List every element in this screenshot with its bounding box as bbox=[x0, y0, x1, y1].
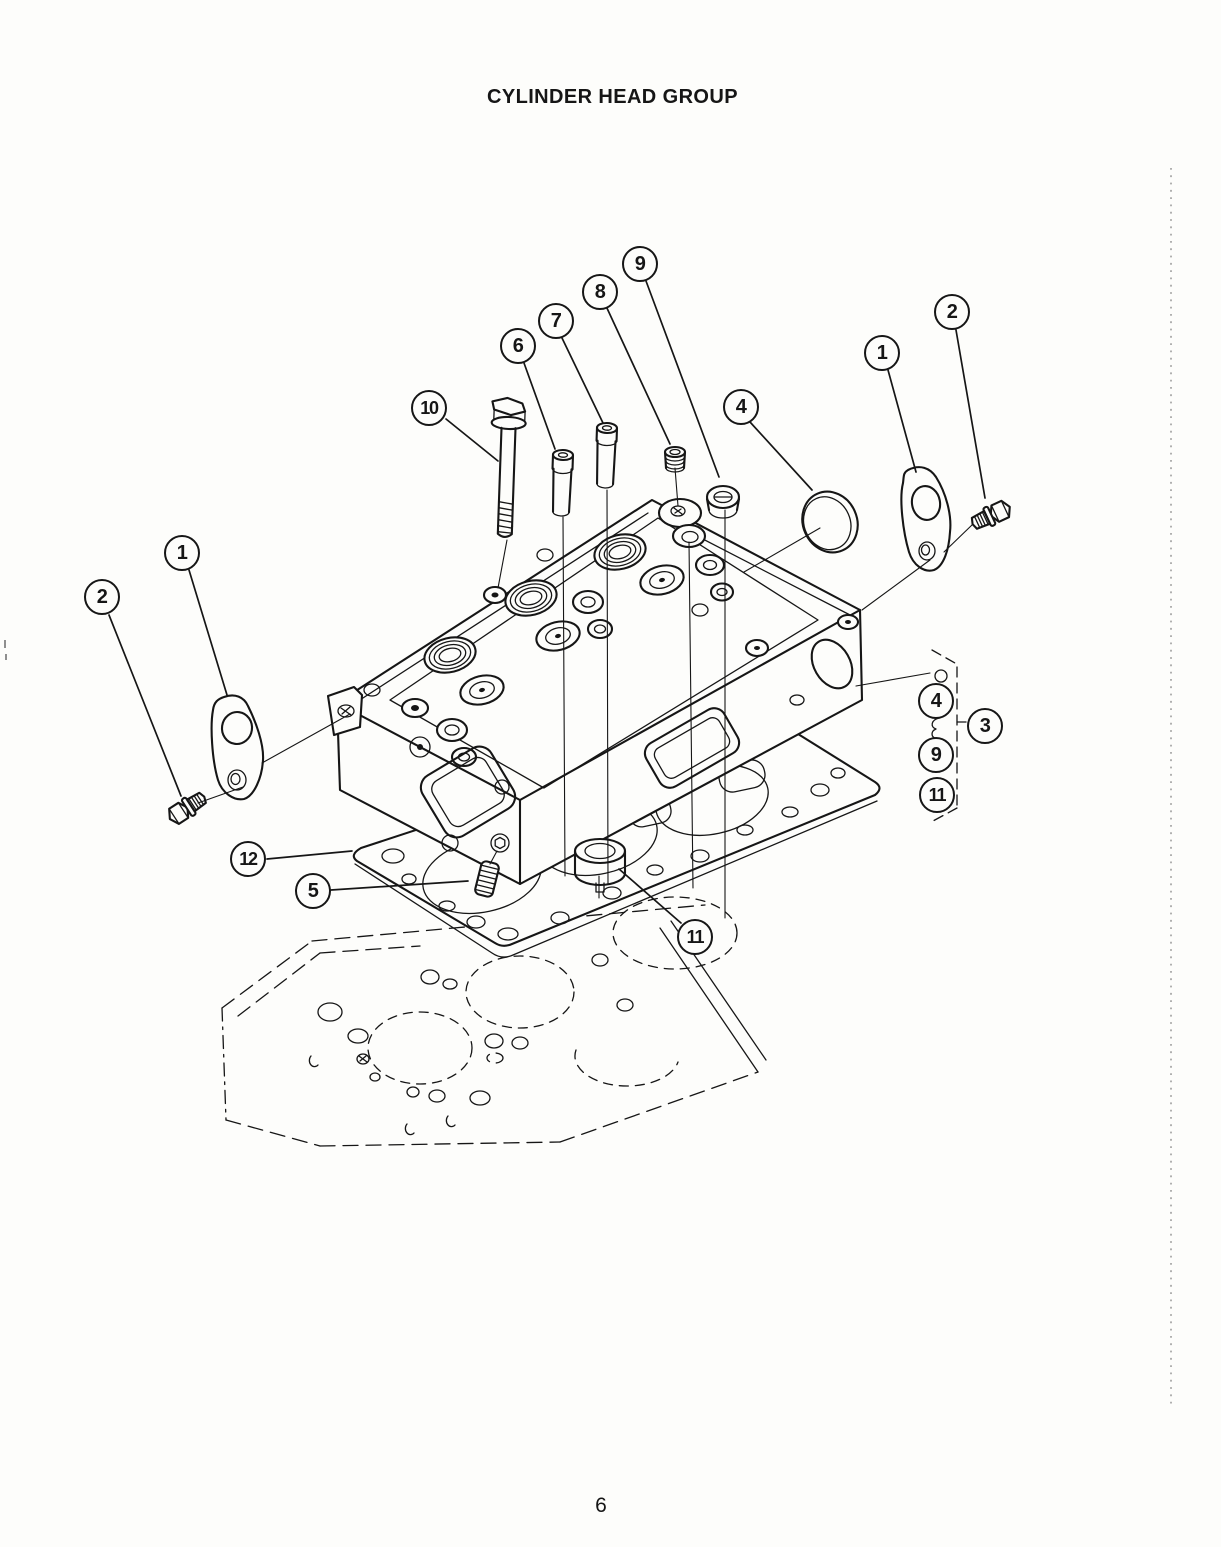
callout-leader-lines bbox=[108, 280, 986, 924]
callout-2-right: 2 bbox=[934, 294, 970, 330]
assembly-axis-lines bbox=[197, 467, 974, 919]
cylinder-head-drawing bbox=[326, 497, 864, 886]
insert-part-11 bbox=[573, 837, 627, 893]
scan-artifacts bbox=[4, 168, 1172, 1406]
callout-5: 5 bbox=[295, 873, 331, 909]
face-screw bbox=[490, 833, 510, 853]
intake-port-window bbox=[643, 707, 741, 789]
page-title: CYLINDER HEAD GROUP bbox=[487, 86, 738, 108]
callout-9-top: 9 bbox=[622, 246, 658, 282]
head-bolt-holes bbox=[363, 548, 860, 719]
rocker-boss-right bbox=[694, 553, 735, 602]
eye-bolt-right bbox=[970, 499, 1011, 530]
cup-plug-part-4 bbox=[801, 490, 859, 554]
callout-7: 7 bbox=[538, 303, 574, 339]
rocker-boss-mid bbox=[571, 589, 614, 640]
callout-9-stack: 9 bbox=[918, 737, 954, 773]
callout-11-bottom: 11 bbox=[677, 919, 713, 955]
valve-seal-part-9 bbox=[705, 484, 741, 519]
page-number: 6 bbox=[595, 1494, 607, 1517]
head-left-lug bbox=[326, 685, 364, 737]
plug-part-8 bbox=[663, 445, 687, 473]
callout-1-right: 1 bbox=[864, 335, 900, 371]
valve-guide-part-7 bbox=[595, 421, 619, 489]
eye-bolt-left bbox=[168, 791, 207, 825]
head-bolt-part bbox=[490, 396, 527, 538]
rocker-boss-left bbox=[435, 717, 478, 768]
callout-4-stack: 4 bbox=[918, 683, 954, 719]
callout-8: 8 bbox=[582, 274, 618, 310]
exhaust-port-window bbox=[419, 745, 517, 839]
callout-2-left: 2 bbox=[84, 579, 120, 615]
callout-10: 10 bbox=[411, 390, 447, 426]
callout-6: 6 bbox=[500, 328, 536, 364]
lifting-eye-left bbox=[210, 694, 265, 801]
callout-1-left: 1 bbox=[164, 535, 200, 571]
lifting-eye-right bbox=[900, 466, 952, 572]
callout-3: 3 bbox=[967, 708, 1003, 744]
callout-4-top: 4 bbox=[723, 389, 759, 425]
callout-11-stack: 11 bbox=[919, 777, 955, 813]
callout-12: 12 bbox=[230, 841, 266, 877]
rocker-boss-top bbox=[657, 497, 707, 549]
valve-guide-part-6 bbox=[551, 448, 575, 517]
group-bracket bbox=[931, 649, 967, 822]
